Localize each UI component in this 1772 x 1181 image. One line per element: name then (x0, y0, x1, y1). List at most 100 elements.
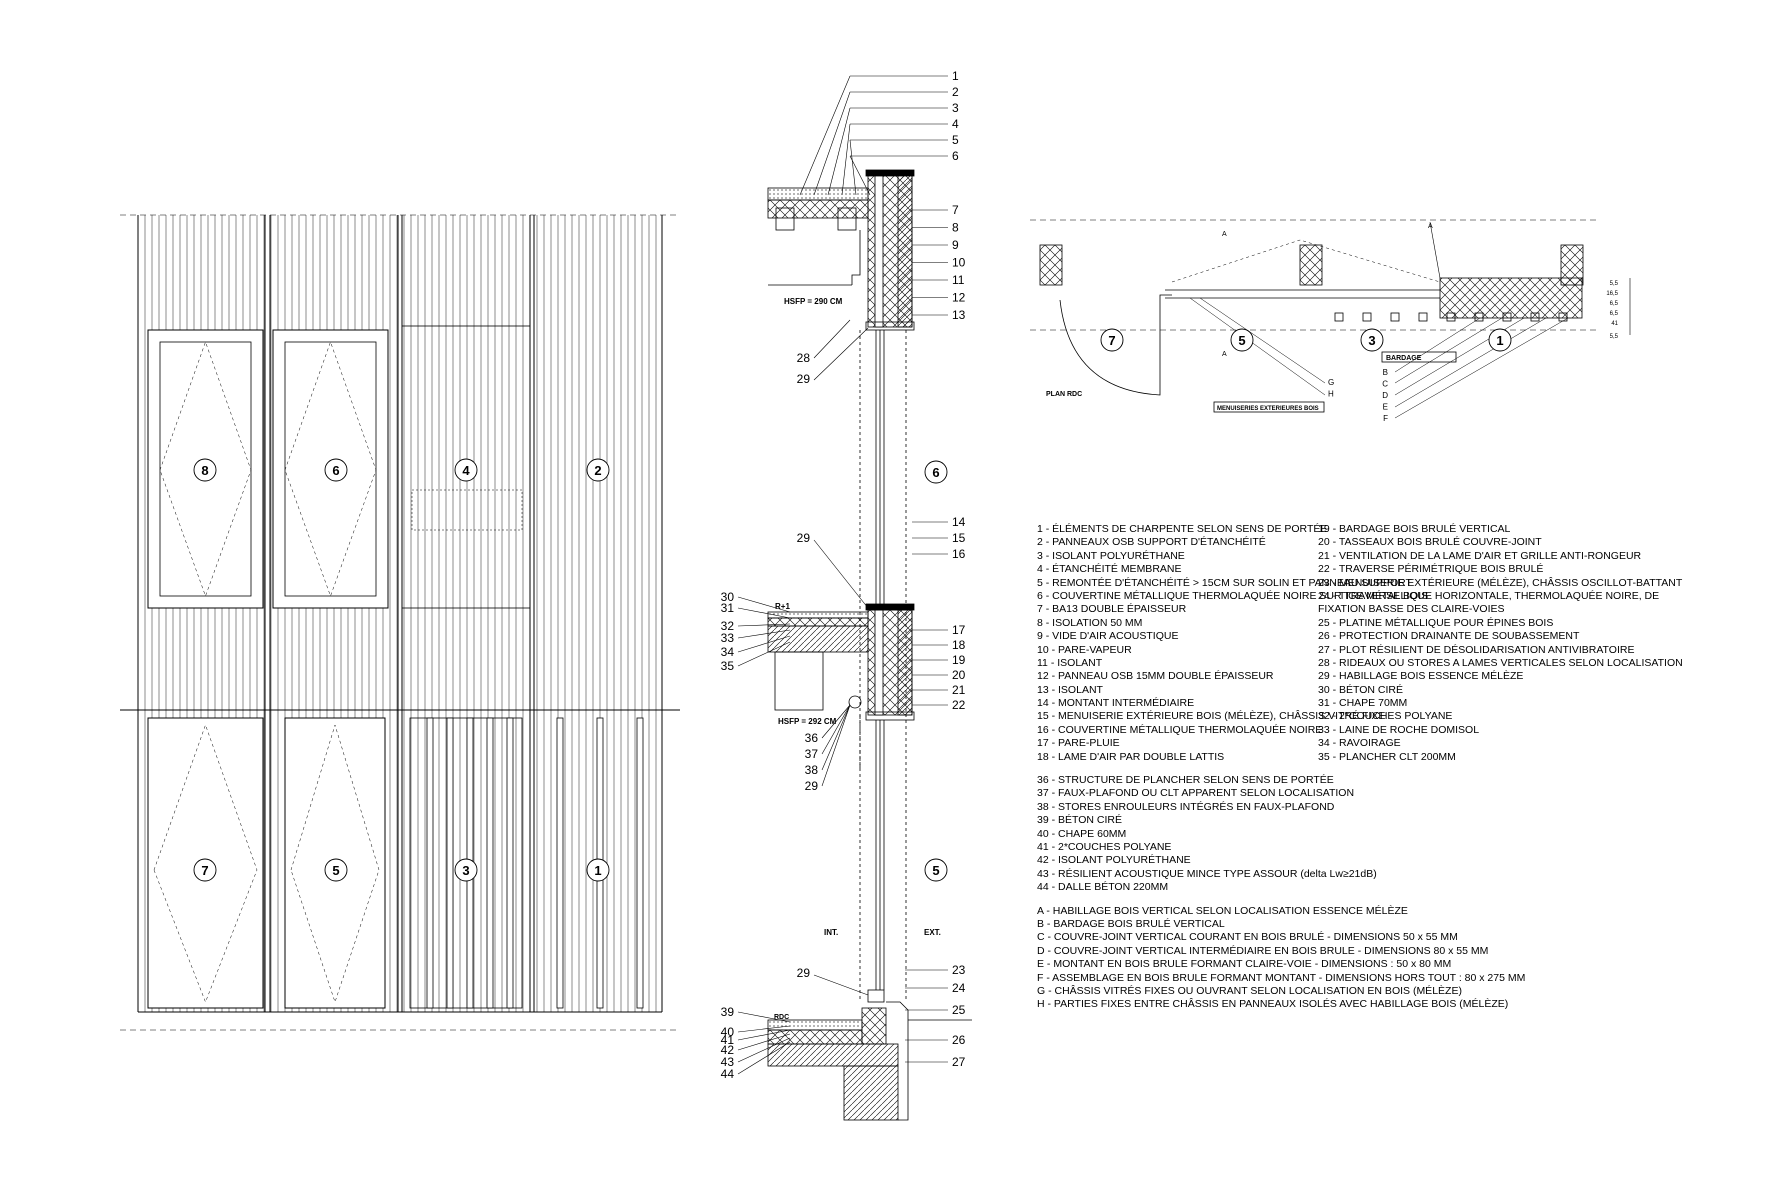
plan-zone-3-circle (1360, 328, 1384, 352)
legend-item: 34 - RAVOIRAGE (1318, 737, 1401, 750)
plan-letter-H: H (1328, 390, 1334, 399)
legend-item: 33 - LAINE DE ROCHE DOMISOL (1318, 723, 1480, 736)
legend-item: 2 - PANNEAUX OSB SUPPORT D'ÉTANCHÉITÉ (1037, 536, 1266, 549)
legend-item: 37 - FAUX-PLAFOND OU CLT APPARENT SELON … (1037, 787, 1355, 800)
legend-item: 13 - ISOLANT (1037, 683, 1103, 696)
section-callout-19: 19 (952, 653, 966, 667)
legend-item: 29 - HABILLAGE BOIS ESSENCE MÉLÈZE (1318, 670, 1524, 683)
legend-item: 5 - REMONTÉE D'ÉTANCHÉITÉ > 15CM SUR SOL… (1037, 576, 1412, 589)
plan-zone-7-circle (1100, 328, 1124, 352)
legend-item: 32 - 2*COUCHES POLYANE (1318, 710, 1453, 723)
legend-item: 42 - ISOLANT POLYURÉTHANE (1037, 854, 1191, 867)
section-callout-11: 11 (952, 273, 965, 287)
section-callout-18: 18 (952, 638, 966, 652)
section-callout-1: 1 (952, 69, 959, 83)
plan-cut-mark-top: A (1222, 231, 1227, 238)
section-callout-29-top: 29 (797, 372, 811, 386)
section-callout-32: 32 (721, 619, 735, 633)
plan-dim-1: 16,5 (1606, 291, 1618, 297)
section-callout-33: 33 (721, 631, 735, 645)
plan-dim-bottom: 5,5 (1610, 334, 1619, 340)
legend-item: E - MONTANT EN BOIS BRULE FORMANT CLAIRE… (1037, 958, 1452, 971)
facade-elevation (120, 214, 680, 1031)
section-callout-13: 13 (952, 308, 966, 322)
level-label-top: HSFP = 290 CM (784, 297, 843, 306)
menuiseries-box-label: MENUISERIES EXTERIEURES BOIS (1217, 406, 1319, 412)
legend-item: 22 - TRAVERSE PÉRIMÉTRIQUE BOIS BRULÉ (1318, 563, 1544, 576)
legend-item: 16 - COUVERTINE MÉTALLIQUE THERMOLAQUÉE … (1037, 723, 1323, 736)
section-callout-35: 35 (721, 659, 735, 673)
section-callout-27: 27 (952, 1055, 966, 1069)
section-callout-41: 41 (721, 1033, 735, 1047)
legend-item: 43 - RÉSILIENT ACOUSTIQUE MINCE TYPE ASS… (1037, 867, 1377, 880)
section-callout-16: 16 (952, 547, 966, 561)
legend-item: A - HABILLAGE BOIS VERTICAL SELON LOCALI… (1037, 904, 1408, 917)
plan-zone-3: 3 (1368, 333, 1375, 348)
plan-zone-1: 1 (1496, 333, 1503, 348)
legend-column-1: 1 - ÉLÉMENTS DE CHARPENTE SELON SENS DE … (1037, 523, 1525, 1012)
section-callout-7: 7 (952, 203, 959, 217)
elevation-panel-label-1-circle (586, 858, 610, 882)
plan-dim-0: 5,5 (1610, 281, 1619, 287)
section-callout-31: 31 (721, 601, 735, 615)
legend-item: 26 - PROTECTION DRAINANTE DE SOUBASSEMEN… (1318, 630, 1580, 643)
floor-label-rdc: RDC (774, 1014, 789, 1021)
section-callout-25: 25 (952, 1003, 966, 1017)
legend-item: 27 - PLOT RÉSILIENT DE DÉSOLIDARISATION … (1318, 643, 1635, 656)
section-callout-22: 22 (952, 698, 966, 712)
legend-item: 9 - VIDE D'AIR ACOUSTIQUE (1037, 630, 1179, 643)
section-zone-upper-circle (924, 460, 948, 484)
elevation-panel-label-5: 5 (332, 863, 339, 878)
plan-zone-7: 7 (1108, 333, 1115, 348)
section-callout-42: 42 (721, 1043, 735, 1057)
legend-item: F - ASSEMBLAGE EN BOIS BRULE FORMANT MON… (1037, 971, 1526, 984)
plan-title: PLAN RDC (1046, 391, 1082, 398)
legend-item: 38 - STORES ENROULEURS INTÉGRÉS EN FAUX-… (1037, 800, 1335, 813)
legend-item: 30 - BÉTON CIRÉ (1318, 683, 1403, 696)
legend-item: 39 - BÉTON CIRÉ (1037, 814, 1122, 827)
elevation-panel-label-4: 4 (462, 463, 470, 478)
legend-item: H - PARTIES FIXES ENTRE CHÂSSIS EN PANNE… (1037, 998, 1509, 1011)
legend-item: 3 - ISOLANT POLYURÉTHANE (1037, 549, 1185, 562)
legend-item: 24 - TIGE MÉTALLIQUE HORIZONTALE, THERMO… (1318, 589, 1660, 602)
legend-item: 36 - STRUCTURE DE PLANCHER SELON SENS DE… (1037, 774, 1334, 787)
section-callout-24: 24 (952, 981, 966, 995)
legend-item: 44 - DALLE BÉTON 220MM (1037, 881, 1169, 894)
elevation-panel-label-1: 1 (594, 863, 601, 878)
legend-item: 1 - ÉLÉMENTS DE CHARPENTE SELON SENS DE … (1037, 523, 1328, 535)
section-callout-43: 43 (721, 1055, 735, 1069)
section-callout-20: 20 (952, 668, 966, 682)
legend-item: 31 - CHAPE 70MM (1318, 697, 1408, 710)
elevation-panel-label-2-circle (586, 458, 610, 482)
legend-item: 14 - MONTANT INTERMÉDIAIRE (1037, 697, 1195, 710)
plan-dim-4: 41 (1611, 321, 1618, 327)
plan-letter-F: F (1383, 414, 1388, 423)
section-callout-28: 28 (797, 351, 811, 365)
legend-item: 23 - MENUISERIE EXTÉRIEURE (MÉLÈZE), CHÂ… (1318, 576, 1683, 589)
legend-item: 8 - ISOLATION 50 MM (1037, 616, 1143, 629)
plan-zone-5-circle (1230, 328, 1254, 352)
elevation-panel-label-5-circle (324, 858, 348, 882)
section-callout-29-mid: 29 (797, 531, 811, 545)
section-zone-upper: 6 (932, 465, 939, 480)
plan-letter-B: B (1383, 368, 1388, 377)
plan-cut-mark-bottom: A (1222, 351, 1227, 358)
plan-letter-A: A (1428, 223, 1433, 230)
exterior-label: EXT. (924, 928, 941, 937)
legend-item: 15 - MENUISERIE EXTÉRIEURE BOIS (MÉLÈZE)… (1037, 710, 1386, 723)
legend-item: 25 - PLATINE MÉTALLIQUE POUR ÉPINES BOIS (1318, 616, 1554, 629)
legend-item: 10 - PARE-VAPEUR (1037, 643, 1132, 656)
legend-item: 20 - TASSEAUX BOIS BRULÉ COUVRE-JOINT (1318, 536, 1542, 549)
legend-item: C - COUVRE-JOINT VERTICAL COURANT EN BOI… (1037, 931, 1458, 944)
legend-item: 4 - ÉTANCHÉITÉ MEMBRANE (1037, 563, 1182, 576)
section-callout-30: 30 (721, 590, 735, 604)
legend-item: D - COUVRE-JOINT VERTICAL INTERMÉDIAIRE … (1037, 944, 1489, 957)
legend-item: 18 - LAME D'AIR PAR DOUBLE LATTIS (1037, 750, 1225, 763)
section-callout-9: 9 (952, 238, 959, 252)
legend-item: B - BARDAGE BOIS BRULÉ VERTICAL (1037, 917, 1225, 930)
plan-letter-E: E (1383, 403, 1388, 412)
section-callout-36-lower: 36 (805, 731, 819, 745)
section-callout-40: 40 (721, 1025, 735, 1039)
plan-letter-C: C (1382, 380, 1388, 389)
elevation-panel-label-7: 7 (201, 863, 208, 878)
